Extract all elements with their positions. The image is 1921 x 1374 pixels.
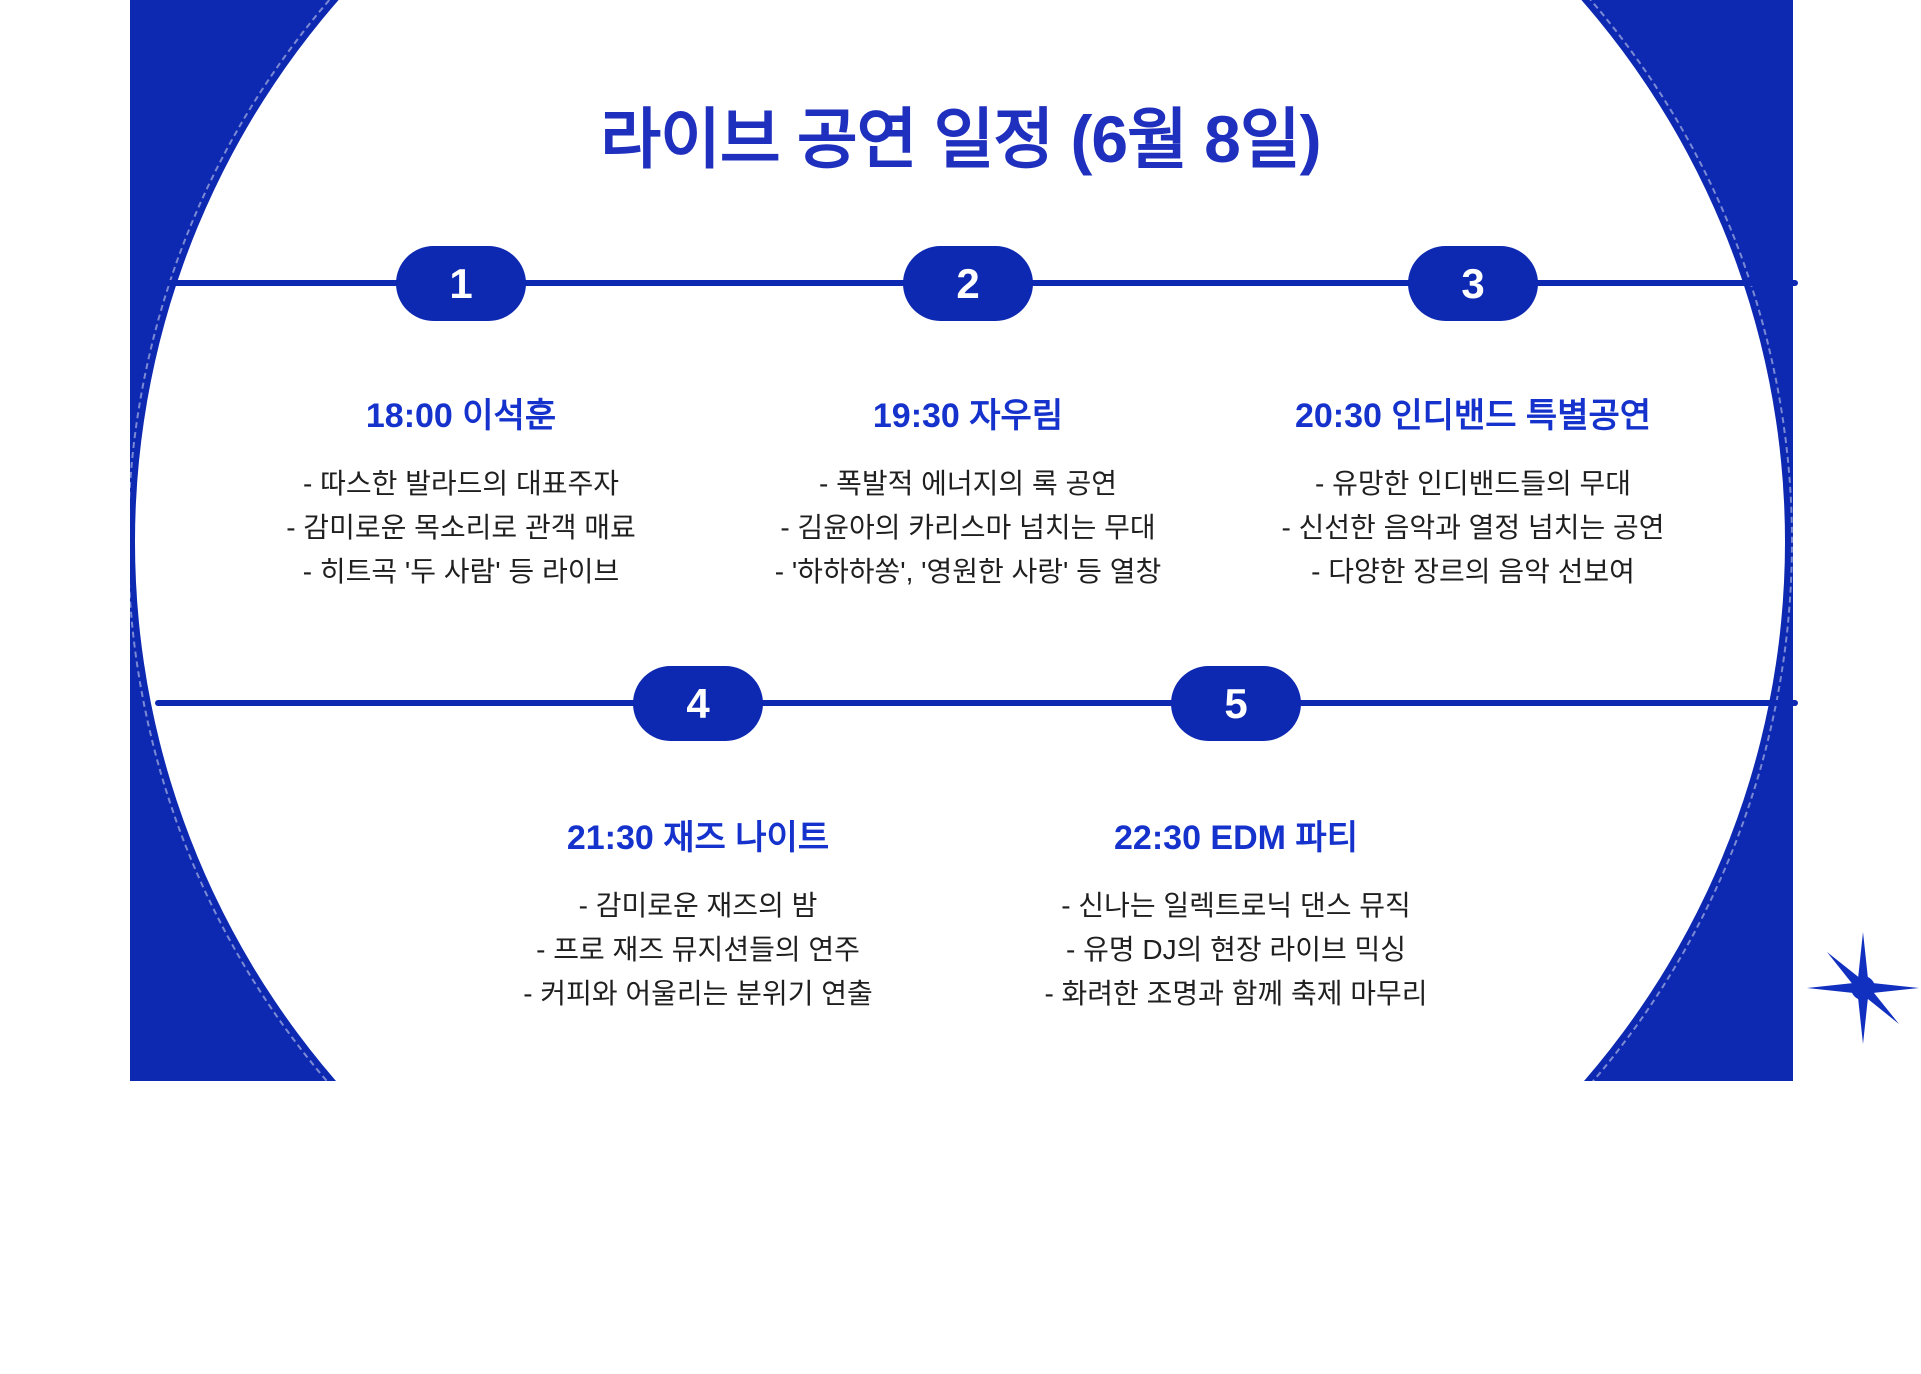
event-detail: - 따스한 발라드의 대표주자	[302, 468, 620, 499]
event-detail: - 유망한 인디밴드들의 무대	[1314, 468, 1632, 499]
sparkle-starburst-icon	[1807, 932, 1919, 1044]
event-detail: - 신선한 음악과 열정 넘치는 공연	[1281, 512, 1665, 543]
event-heading: 22:30 EDM 파티	[1114, 819, 1358, 857]
event-detail: - 폭발적 에너지의 록 공연	[818, 468, 1118, 499]
event-detail: - 커피와 어울리는 분위기 연출	[523, 978, 873, 1009]
event-detail: - 감미로운 재즈의 밤	[578, 890, 818, 921]
timeline-badge-2: 2	[903, 246, 1033, 321]
event-column-5: 22:30 EDM 파티 - 신나는 일렉트로닉 댄스 뮤직 - 유명 DJ의 …	[976, 818, 1496, 1016]
event-detail: - '하하하쏭', '영원한 사랑' 등 열창	[774, 556, 1162, 587]
event-detail: - 화려한 조명과 함께 축제 마무리	[1044, 978, 1428, 1009]
event-heading: 21:30 재즈 나이트	[566, 819, 830, 857]
event-detail: - 신나는 일렉트로닉 댄스 뮤직	[1061, 890, 1411, 921]
event-detail: - 감미로운 목소리로 관객 매료	[286, 512, 636, 543]
timeline-badge-3: 3	[1408, 246, 1538, 321]
event-detail: - 유명 DJ의 현장 라이브 믹싱	[1065, 934, 1407, 965]
timeline-badge-5: 5	[1171, 666, 1301, 741]
event-column-4: 21:30 재즈 나이트 - 감미로운 재즈의 밤 - 프로 재즈 뮤지션들의 …	[438, 818, 958, 1016]
event-column-2: 19:30 자우림 - 폭발적 에너지의 록 공연 - 김윤아의 카리스마 넘치…	[708, 396, 1228, 594]
timeline-badge-4: 4	[633, 666, 763, 741]
timeline-line-row2	[155, 700, 1798, 706]
event-detail: - 김윤아의 카리스마 넘치는 무대	[780, 512, 1156, 543]
event-column-1: 18:00 이석훈 - 따스한 발라드의 대표주자 - 감미로운 목소리로 관객…	[201, 396, 721, 594]
white-circle-shape	[135, 0, 1785, 1366]
page-title: 라이브 공연 일정 (6월 8일)	[600, 102, 1321, 176]
event-heading: 19:30 자우림	[872, 397, 1064, 435]
event-column-3: 20:30 인디밴드 특별공연 - 유망한 인디밴드들의 무대 - 신선한 음악…	[1213, 396, 1733, 594]
timeline-badge-1: 1	[396, 246, 526, 321]
event-detail: - 히트곡 '두 사람' 등 라이브	[302, 556, 620, 587]
event-heading: 18:00 이석훈	[365, 397, 557, 435]
event-heading: 20:30 인디밴드 특별공연	[1294, 397, 1652, 435]
event-detail: - 프로 재즈 뮤지션들의 연주	[536, 934, 860, 965]
event-detail: - 다양한 장르의 음악 선보여	[1311, 556, 1635, 587]
poster-page: { "title": "라이브 공연 일정 (6월 8일)", "timelin…	[127, 0, 1919, 1374]
